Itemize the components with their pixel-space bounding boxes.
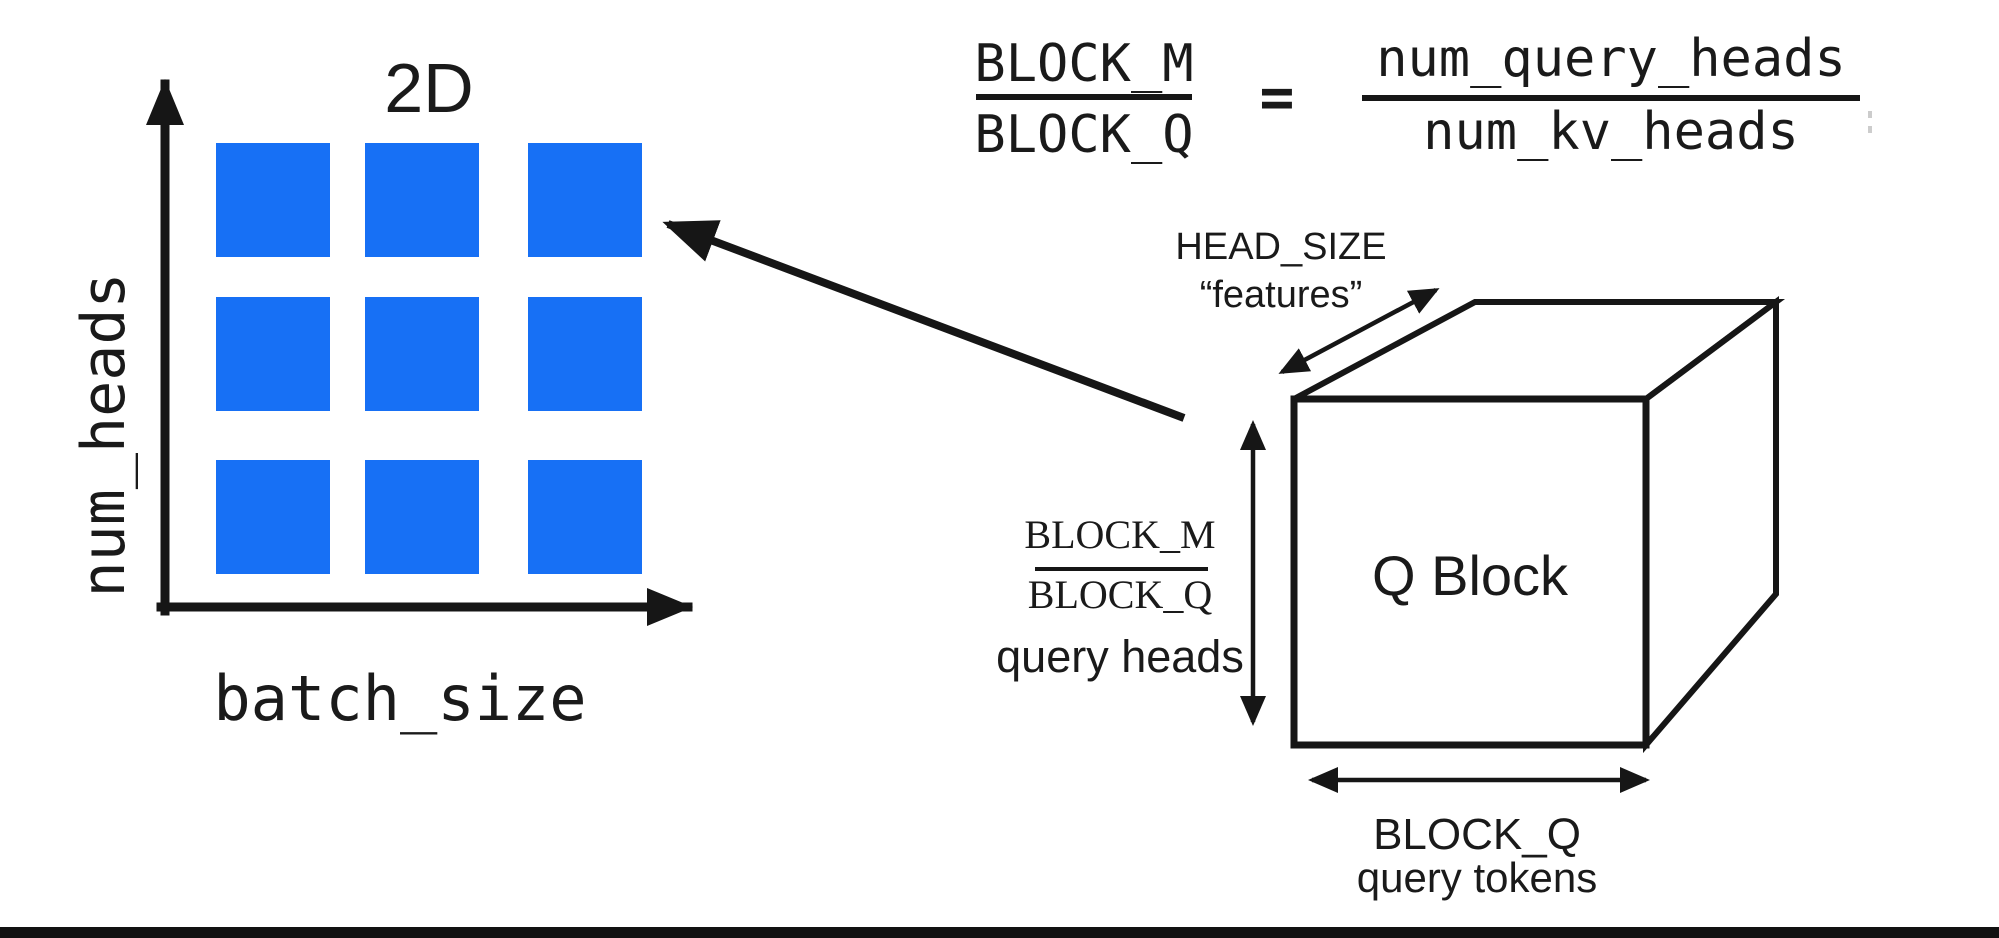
y-axis-label: num_heads	[69, 272, 139, 597]
block-height-annotation: BLOCK_M BLOCK_Q query heads	[996, 420, 1266, 726]
formula-lhs-denominator: BLOCK_Q	[974, 105, 1193, 165]
height-fraction-denominator: BLOCK_Q	[1028, 572, 1213, 617]
formula-lhs-numerator: BLOCK_M	[974, 34, 1193, 94]
grid-cell	[528, 460, 642, 574]
grid-cell	[216, 460, 330, 574]
height-sublabel: query heads	[996, 631, 1244, 682]
height-fraction-numerator: BLOCK_M	[1024, 512, 1215, 557]
block-width-annotation: BLOCK_Q query tokens	[1308, 767, 1650, 901]
grid-cell	[216, 143, 330, 257]
grid-cell	[365, 143, 479, 257]
gqa-formula: BLOCK_M BLOCK_Q = num_query_heads num_kv…	[974, 29, 1872, 165]
grid-plot: 2D num_heads batch_size	[69, 49, 693, 735]
formula-rhs-numerator: num_query_heads	[1376, 29, 1846, 89]
cube-front-face	[1290, 395, 1650, 749]
head-size-label: HEAD_SIZE	[1175, 226, 1386, 268]
grid-cells	[216, 143, 642, 574]
depth-dimension-arrow	[1278, 288, 1440, 374]
formula-equals-sign: =	[1260, 63, 1295, 131]
width-sublabel: query tokens	[1357, 854, 1597, 901]
grid-cell	[216, 297, 330, 411]
grid-plot-title: 2D	[384, 49, 473, 127]
q-block-cube: Q Block	[1290, 296, 1786, 754]
width-label: BLOCK_Q	[1373, 810, 1581, 859]
head-size-annotation: HEAD_SIZE “features”	[1175, 226, 1440, 374]
bottom-divider-bar	[0, 927, 1999, 938]
grid-cell	[365, 297, 479, 411]
edge-artifact	[1868, 111, 1872, 133]
formula-rhs-denominator: num_kv_heads	[1423, 102, 1799, 162]
x-axis-label: batch_size	[213, 662, 586, 735]
grid-cell	[528, 143, 642, 257]
grid-cell	[528, 297, 642, 411]
head-size-sublabel: “features”	[1200, 274, 1363, 316]
grid-cell	[365, 460, 479, 574]
cube-label: Q Block	[1372, 544, 1569, 607]
cube-to-grid-arrow	[662, 220, 1186, 422]
